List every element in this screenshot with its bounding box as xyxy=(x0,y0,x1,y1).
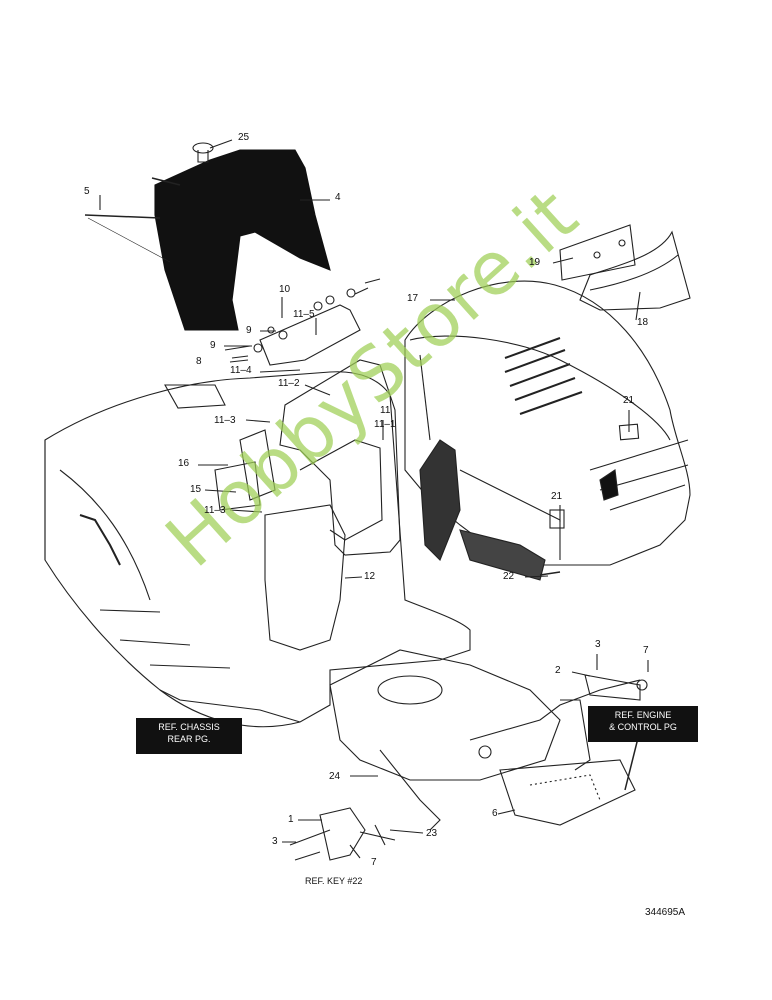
callout-18: 18 xyxy=(637,317,649,328)
callout-5: 5 xyxy=(84,186,90,197)
callout-24: 24 xyxy=(329,771,341,782)
callout-23: 23 xyxy=(426,828,438,839)
dash-panel xyxy=(279,359,401,556)
callout-7-right: 7 xyxy=(643,645,649,656)
callout-8: 8 xyxy=(196,356,202,367)
callout-11-5: 11–5 xyxy=(293,309,315,320)
callout-19: 19 xyxy=(529,257,541,268)
callout-15: 15 xyxy=(190,484,202,495)
hood-outline xyxy=(404,280,691,566)
callout-4: 4 xyxy=(335,192,341,203)
drawing-number: 344695A xyxy=(645,907,686,918)
callout-21-lower: 21 xyxy=(551,491,563,502)
ref-engine-line2: & CONTROL PG xyxy=(609,722,677,732)
callout-9-upper: 9 xyxy=(246,325,252,336)
ref-key-label: REF. KEY #22 xyxy=(305,876,363,886)
callout-3-left: 3 xyxy=(272,836,278,847)
ref-engine-line1: REF. ENGINE xyxy=(614,710,672,720)
callout-11-1: 11–1 xyxy=(374,419,396,430)
front-frame xyxy=(329,649,561,781)
callout-7-left: 7 xyxy=(371,857,377,868)
callout-11: 11 xyxy=(380,405,391,416)
callout-9-lower: 9 xyxy=(210,340,216,351)
callout-3-right: 3 xyxy=(595,639,601,650)
ref-chassis-line1: REF. CHASSIS xyxy=(158,722,220,732)
callout-6: 6 xyxy=(492,808,498,819)
callout-10: 10 xyxy=(279,284,291,295)
chassis-outline xyxy=(44,371,471,728)
callout-1: 1 xyxy=(288,814,294,825)
grille xyxy=(579,230,691,311)
callout-11-3-upper: 11–3 xyxy=(214,415,236,426)
callout-25: 25 xyxy=(238,132,250,143)
callout-12: 12 xyxy=(364,571,376,582)
ref-engine-box: REF. ENGINE & CONTROL PG xyxy=(588,706,698,742)
ref-chassis-line2: REAR PG. xyxy=(167,734,211,744)
callout-21-upper: 21 xyxy=(623,395,635,406)
callout-17: 17 xyxy=(407,293,419,304)
callout-2: 2 xyxy=(555,665,561,676)
heat-shield xyxy=(154,149,331,331)
callout-16: 16 xyxy=(178,458,190,469)
callout-11-4: 11–4 xyxy=(230,365,252,376)
ref-chassis-box: REF. CHASSIS REAR PG. xyxy=(136,718,242,754)
callout-11-2: 11–2 xyxy=(278,378,300,389)
callout-11-3-lower: 11–3 xyxy=(204,505,226,516)
callout-22: 22 xyxy=(503,571,515,582)
